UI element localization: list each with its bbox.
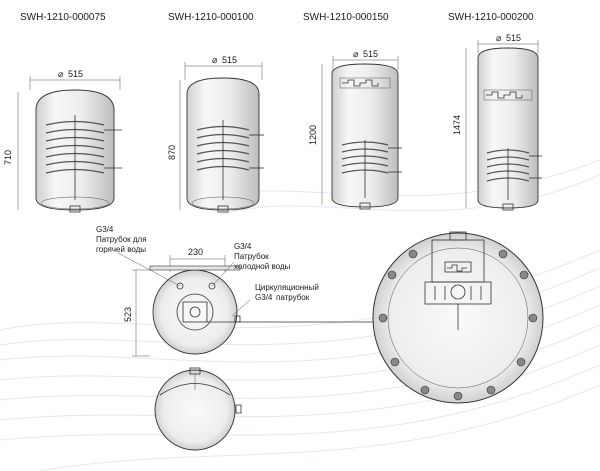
height-dim-100: 870 [167,145,177,160]
diameter-symbol: ⌀ [496,33,502,43]
model-label-150: SWH-1210-000150 [303,12,389,23]
tank-100: ⌀ 515 870 [167,55,264,213]
circulation-label-2: патрубок [276,293,310,302]
diameter-symbol: ⌀ [212,55,218,65]
width-dim-230: 230 [188,247,203,257]
diameter-symbol: ⌀ [58,69,64,79]
model-label-100: SWH-1210-000100 [168,12,254,23]
cold-water-label-1: Патрубок [234,252,269,261]
hot-water-label-2: горячей воды [96,245,146,254]
cold-water-label-2: холодной воды [234,262,291,271]
cold-water-thread: G3/4 [234,242,252,251]
height-dim-75: 710 [3,150,13,165]
diameter-symbol: ⌀ [353,49,359,59]
hot-water-thread: G3/4 [96,225,114,234]
hot-water-label-1: Патрубок для [96,235,147,244]
diameter-dim-150: 515 [363,49,378,59]
model-label-200: SWH-1210-000200 [448,12,534,23]
height-dim-200: 1474 [452,115,462,135]
tank-75: ⌀ 515 710 [3,69,122,213]
circulation-thread: G3/4 [255,293,273,302]
height-dim-150: 1200 [308,125,318,145]
diameter-dim-200: 515 [506,33,521,43]
diameter-dim-100: 515 [222,55,237,65]
model-label-75: SWH-1210-000075 [20,12,106,23]
height-dim-523: 523 [123,307,133,322]
diameter-dim-75: 515 [68,69,83,79]
bottom-view [154,367,242,451]
circulation-label-1: Циркуляционный [255,283,319,292]
tank-200: ⌀ 515 1474 [452,33,542,211]
flange-detail [372,231,544,404]
top-view: 230 523 G3/4 Патрубок для горячей воды G… [96,225,319,357]
tank-150: ⌀ 515 1200 [308,49,402,210]
